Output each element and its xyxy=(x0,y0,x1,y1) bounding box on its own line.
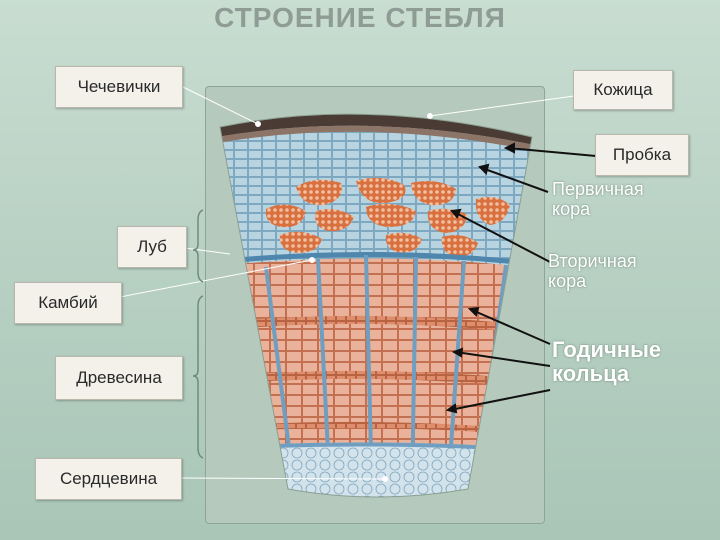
label-primary-cortex: Первичная кора xyxy=(552,179,644,220)
label-secondary-cortex: Вторичная кора xyxy=(548,251,637,292)
label-annual-rings: Годичные кольца xyxy=(552,337,662,387)
label-pith: Сердцевина xyxy=(35,458,182,500)
pith-layer xyxy=(220,442,532,498)
label-bast: Луб xyxy=(117,226,187,268)
phloem-fiber-groups xyxy=(265,177,510,257)
diagram-panel xyxy=(205,86,545,524)
stem-cross-section xyxy=(219,113,533,498)
cambium-layer xyxy=(220,251,532,268)
label-annual-rings-line1: Годичные xyxy=(552,337,662,362)
label-annual-rings-line2: кольца xyxy=(552,361,630,387)
label-primary-cortex-line2: кора xyxy=(552,198,591,219)
label-primary-cortex-line1: Первичная xyxy=(552,179,644,199)
label-wood: Древесина xyxy=(55,356,183,400)
label-lenticels: Чечевички xyxy=(55,66,183,108)
label-secondary-cortex-line1: Вторичная xyxy=(548,251,637,271)
page-title: СТРОЕНИЕ СТЕБЛЯ xyxy=(214,2,506,33)
label-cork: Пробка xyxy=(595,134,689,176)
label-secondary-cortex-line2: кора xyxy=(548,270,587,291)
label-cambium: Камбий xyxy=(14,282,122,324)
label-skin: Кожица xyxy=(573,70,673,110)
